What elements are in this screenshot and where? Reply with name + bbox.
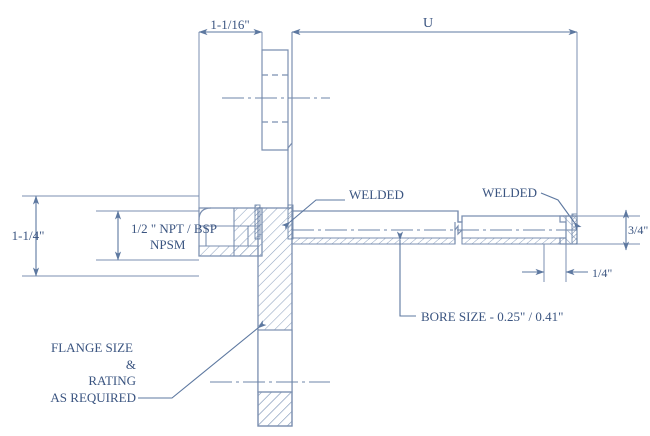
dimension-label-tip-length: 1/4" <box>592 266 612 280</box>
weld-bead-right <box>571 213 578 245</box>
leader-line <box>138 320 267 399</box>
dimension-label-head-length: 1-1/16" <box>210 17 249 32</box>
callout-bore-size: BORE SIZE - 0.25" / 0.41" <box>396 231 563 324</box>
stem-tube-assembly <box>291 210 578 245</box>
callout-thread-spec-line1: 1/2 " NPT / BSP <box>131 221 217 236</box>
callout-flange-note-line2: & <box>126 357 136 372</box>
dimension-label-u: U <box>423 16 433 31</box>
leader-line <box>281 199 345 230</box>
callout-weld-right-label: WELDED <box>482 185 537 200</box>
head-nipple-upper <box>261 32 293 208</box>
callout-weld-left-label: WELDED <box>349 187 404 202</box>
leader-line <box>540 192 582 231</box>
dimension-head-length: 1-1/16" <box>198 17 263 212</box>
callout-weld-right: WELDED <box>482 185 582 231</box>
dimension-tip-length: 1/4" <box>522 244 612 282</box>
callout-weld-left: WELDED <box>281 187 404 230</box>
well-body-geometry <box>198 32 578 427</box>
callout-thread-spec-line2: NPSM <box>150 237 186 252</box>
callout-bore-size-label: BORE SIZE - 0.25" / 0.41" <box>421 309 563 324</box>
dimension-head-height: 1-1/4" <box>12 195 199 277</box>
callout-thread-spec: 1/2 " NPT / BSP NPSM <box>96 210 217 261</box>
dimension-insertion-length-u: U <box>291 16 578 216</box>
leader-line <box>396 231 416 317</box>
dimension-tip-diameter: 3/4" <box>566 209 648 251</box>
weld-bead-boss <box>254 204 261 240</box>
flange-plate <box>257 207 293 427</box>
callout-flange-note-line1: FLANGE SIZE <box>51 340 133 355</box>
dimension-label-tip-diameter: 3/4" <box>628 223 648 237</box>
dimension-label-head-height: 1-1/4" <box>12 228 45 243</box>
callout-flange-note-line3: RATING <box>88 373 136 388</box>
callout-flange-note-line4: AS REQUIRED <box>50 390 136 405</box>
callout-flange-note: FLANGE SIZE & RATING AS REQUIRED <box>50 320 267 405</box>
